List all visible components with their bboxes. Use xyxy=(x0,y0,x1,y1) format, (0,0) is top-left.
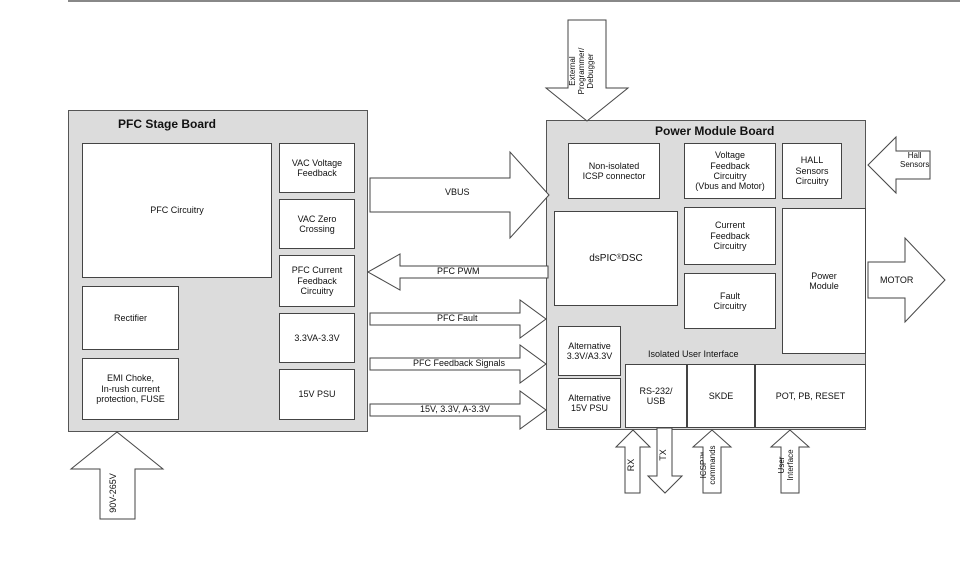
pfc-fault-label: PFC Fault xyxy=(437,313,478,323)
user-interface-label: User Interface xyxy=(777,449,795,481)
voltage-feedback-block: Voltage Feedback Circuitry (Vbus and Mot… xyxy=(684,143,776,199)
pfc-board-title: PFC Stage Board xyxy=(118,117,217,131)
pfc-pwm-label: PFC PWM xyxy=(437,266,480,276)
dspic-dsc-block: dsPIC® DSC xyxy=(554,211,678,306)
current-feedback-block: Current Feedback Circuitry xyxy=(684,207,776,265)
tx-arrow xyxy=(646,427,684,494)
psu-15v-block: 15V PSU xyxy=(279,369,355,420)
emi-choke-block: EMI Choke, In-rush current protection, F… xyxy=(82,358,179,420)
pfc-circuitry-block: PFC Circuitry xyxy=(82,143,272,278)
alt-3v3-block: Alternative 3.3V/A3.3V xyxy=(558,326,621,376)
hall-sensors-circuitry-block: HALL Sensors Circuitry xyxy=(782,143,842,199)
skde-block: SKDE xyxy=(687,364,755,428)
hall-sensors-arrow xyxy=(867,135,931,195)
ac-input-label: 90V-265V xyxy=(108,473,118,513)
rs232-usb-block: RS-232/ USB xyxy=(625,364,687,428)
ac-input-arrow xyxy=(69,431,165,520)
rail-3v3-block: 3.3VA-3.3V xyxy=(279,313,355,363)
vac-zero-crossing-block: VAC Zero Crossing xyxy=(279,199,355,249)
tx-label: TX xyxy=(658,449,668,461)
registered-mark: ® xyxy=(616,254,622,262)
pot-pb-reset-block: POT, PB, RESET xyxy=(755,364,866,428)
icsp-commands-arrow xyxy=(691,429,733,494)
dsc-label: DSC xyxy=(621,252,643,264)
pfc-current-feedback-block: PFC Current Feedback Circuitry xyxy=(279,255,355,307)
alt-15v-block: Alternative 15V PSU xyxy=(558,378,621,428)
rails-arrow xyxy=(369,390,547,430)
motor-label: MOTOR xyxy=(880,275,914,285)
hall-sensors-label: Hall Sensors xyxy=(900,151,930,169)
rectifier-block: Rectifier xyxy=(82,286,179,350)
isolated-ui-label: Isolated User Interface xyxy=(648,349,739,359)
user-interface-arrow xyxy=(769,429,811,494)
rx-label: RX xyxy=(626,458,636,472)
rails-label: 15V, 3.3V, A-3.3V xyxy=(420,404,490,414)
fault-circuitry-block: Fault Circuitry xyxy=(684,273,776,329)
vbus-arrow xyxy=(369,150,550,240)
pfc-feedback-label: PFC Feedback Signals xyxy=(413,358,506,368)
top-rule xyxy=(68,0,960,2)
rx-arrow xyxy=(614,429,652,494)
pfc-pwm-arrow xyxy=(366,253,549,291)
non-isolated-icsp-block: Non-isolated ICSP connector xyxy=(568,143,660,199)
programmer-label: External Programmer/ Debugger xyxy=(568,47,595,95)
pfc-fault-arrow xyxy=(369,299,547,339)
power-module-board-title: Power Module Board xyxy=(655,124,775,138)
power-module-block: Power Module xyxy=(782,208,866,354)
vbus-label: VBUS xyxy=(445,187,470,197)
dspic-label: dsPIC xyxy=(589,252,617,264)
pfc-feedback-arrow xyxy=(369,344,547,384)
vac-voltage-feedback-block: VAC Voltage Feedback xyxy=(279,143,355,193)
motor-arrow xyxy=(867,236,946,324)
programmer-arrow xyxy=(544,19,630,122)
icsp-commands-label: ICSP™ commands xyxy=(699,445,717,485)
